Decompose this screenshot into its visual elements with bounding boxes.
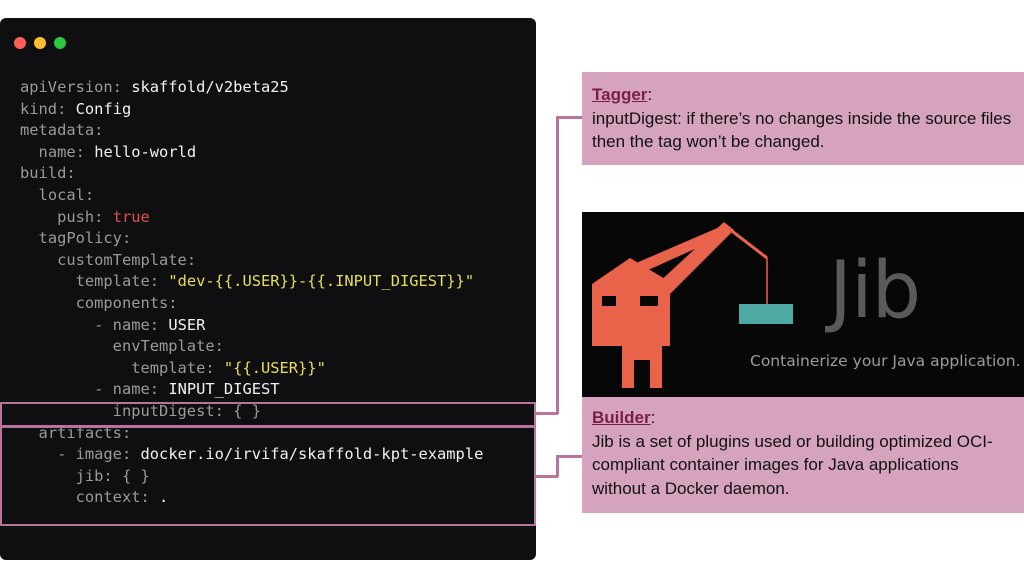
- code-key: push: [57, 207, 95, 226]
- code-line: apiVersion: skaffold/v2beta25: [20, 78, 289, 96]
- code-key: image: [75, 445, 122, 464]
- code-line: - image: docker.io/irvifa/skaffold-kpt-e…: [20, 445, 484, 464]
- code-indent: [20, 294, 76, 312]
- code-indent: [20, 143, 39, 161]
- code-value: { }: [233, 401, 261, 420]
- builder-connector-top: [556, 455, 582, 458]
- code-key: context: [75, 488, 141, 507]
- builder-callout: Builder: Jib is a set of plugins used or…: [582, 397, 1024, 513]
- code-key: template: [75, 272, 150, 291]
- tagger-title: Tagger: [592, 85, 648, 104]
- code-value: INPUT_DIGEST: [168, 380, 280, 399]
- code-line: artifacts:: [20, 423, 483, 445]
- code-key: components: [75, 293, 169, 312]
- builder-title: Builder: [592, 408, 651, 427]
- code-indent: [20, 229, 39, 247]
- builder-connector-vertical: [556, 455, 559, 477]
- minimize-dot[interactable]: [34, 37, 46, 49]
- tagger-callout: Tagger: inputDigest: if there’s no chang…: [582, 72, 1024, 165]
- code-indent: [20, 186, 39, 204]
- code-line: components:: [20, 293, 483, 315]
- code-value: Config: [75, 99, 132, 118]
- builder-text: Jib is a set of plugins used or building…: [592, 431, 993, 498]
- code-key: customTemplate: [57, 250, 187, 269]
- code-indent: [20, 272, 76, 290]
- code-value: true: [112, 207, 150, 226]
- code-indent: -: [20, 445, 76, 464]
- input-digest-highlight: [0, 402, 536, 427]
- code-line: customTemplate:: [20, 250, 483, 272]
- code-value: "dev-{{.USER}}-{{.INPUT_DIGEST}}": [168, 272, 475, 291]
- code-value: USER: [168, 315, 206, 334]
- code-line: - name: USER: [20, 315, 206, 334]
- tagger-connector-vertical: [556, 116, 559, 414]
- code-line: inputDigest: { }: [20, 401, 483, 423]
- code-value: docker.io/irvifa/skaffold-kpt-example: [140, 445, 484, 464]
- tagger-text: inputDigest: if there’s no changes insid…: [592, 108, 1012, 152]
- code-key: metadata: [20, 121, 95, 140]
- code-value: skaffold/v2beta25: [131, 78, 289, 96]
- code-line: metadata:: [20, 121, 104, 140]
- code-indent: -: [20, 380, 113, 399]
- code-line: template: "{{.USER}}": [20, 358, 483, 380]
- code-window: apiVersion: skaffold/v2beta25 kind: Confi…: [0, 18, 536, 560]
- builder-connector-horizontal: [536, 475, 558, 478]
- tagger-connector-horizontal: [536, 412, 558, 415]
- code-line: local:: [20, 185, 483, 207]
- artifacts-highlight: [0, 426, 536, 526]
- code-key: name: [112, 380, 150, 399]
- code-line: envTemplate:: [20, 336, 483, 358]
- yaml-code: apiVersion: skaffold/v2beta25 kind: Confi…: [20, 77, 483, 509]
- code-line: tagPolicy:: [20, 228, 483, 250]
- code-value: .: [159, 488, 169, 507]
- code-line: jib: { }: [20, 466, 483, 488]
- code-line: name: hello-world: [20, 142, 483, 164]
- maximize-dot[interactable]: [54, 37, 66, 49]
- code-line: push: true: [20, 207, 483, 229]
- code-indent: [20, 251, 57, 269]
- code-key: build: [20, 164, 67, 183]
- code-key: template: [131, 358, 206, 377]
- code-line: build:: [20, 164, 76, 183]
- code-key: envTemplate: [112, 337, 215, 356]
- code-key: inputDigest: [112, 401, 215, 420]
- code-key: name: [38, 142, 76, 161]
- tagger-connector-top: [556, 116, 582, 119]
- code-key: artifacts: [38, 423, 122, 442]
- code-line: - name: INPUT_DIGEST: [20, 380, 280, 399]
- jib-tagline: Containerize your Java application.: [750, 352, 1021, 370]
- jib-logo-word: Jib: [829, 246, 921, 336]
- close-dot[interactable]: [14, 37, 26, 49]
- code-indent: [20, 359, 131, 377]
- crane-icon: [592, 222, 793, 388]
- code-key: kind: [20, 99, 58, 118]
- code-key: jib: [75, 466, 104, 485]
- code-line: context: .: [20, 487, 483, 509]
- code-key: local: [38, 185, 85, 204]
- code-value: { }: [121, 466, 150, 485]
- code-indent: [20, 337, 113, 355]
- code-value: hello-world: [94, 142, 197, 161]
- jib-banner: Jib Containerize your Java application.: [582, 212, 1024, 397]
- code-line: template: "dev-{{.USER}}-{{.INPUT_DIGEST…: [20, 271, 483, 293]
- code-value: "{{.USER}}": [223, 358, 326, 377]
- code-indent: -: [20, 315, 113, 334]
- code-key: tagPolicy: [38, 229, 122, 248]
- code-indent: [20, 208, 57, 226]
- code-line: kind: Config: [20, 99, 132, 118]
- window-controls: [14, 37, 66, 49]
- code-key: name: [112, 315, 150, 334]
- code-key: apiVersion: [20, 78, 113, 96]
- container-block: [739, 304, 793, 324]
